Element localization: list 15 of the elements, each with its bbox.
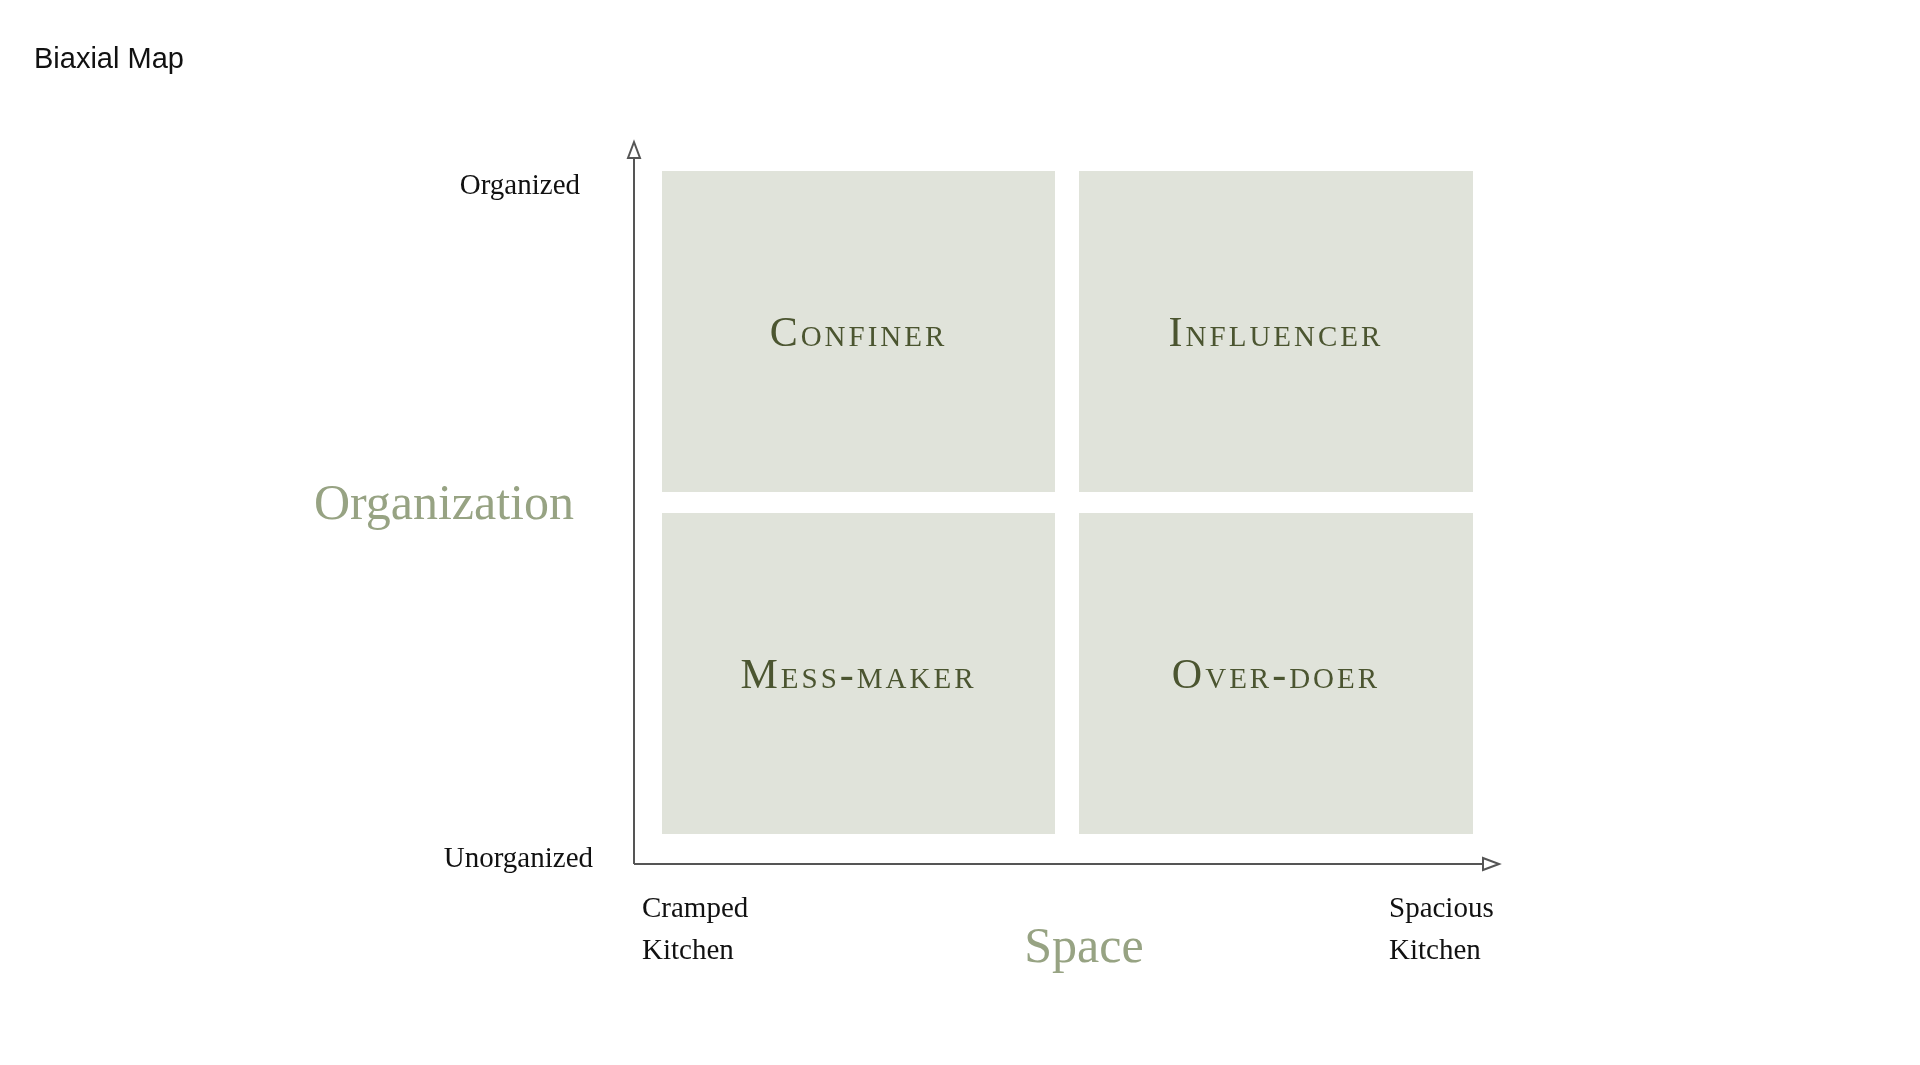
axis-title: Space: [1024, 916, 1144, 975]
quadrant-box: [662, 513, 1055, 834]
quadrant-label: Mess-maker: [740, 649, 977, 699]
quadrant-box: [1079, 171, 1473, 492]
quadrant-label: Influencer: [1168, 307, 1384, 357]
quadrant-box: [1079, 513, 1473, 834]
axis-end-label: Unorganized: [443, 840, 593, 875]
axis-end-label: Organized: [459, 167, 580, 202]
quadrant-box: [662, 171, 1055, 492]
axis-end-label: Cramped Kitchen: [642, 890, 750, 967]
axis-end-label: Spacious Kitchen: [1389, 890, 1495, 967]
page-title: Biaxial Map: [34, 41, 184, 76]
quadrant-label: Over-doer: [1171, 649, 1381, 699]
axis-title: Organization: [313, 473, 574, 532]
quadrant-label: Confiner: [769, 307, 948, 357]
